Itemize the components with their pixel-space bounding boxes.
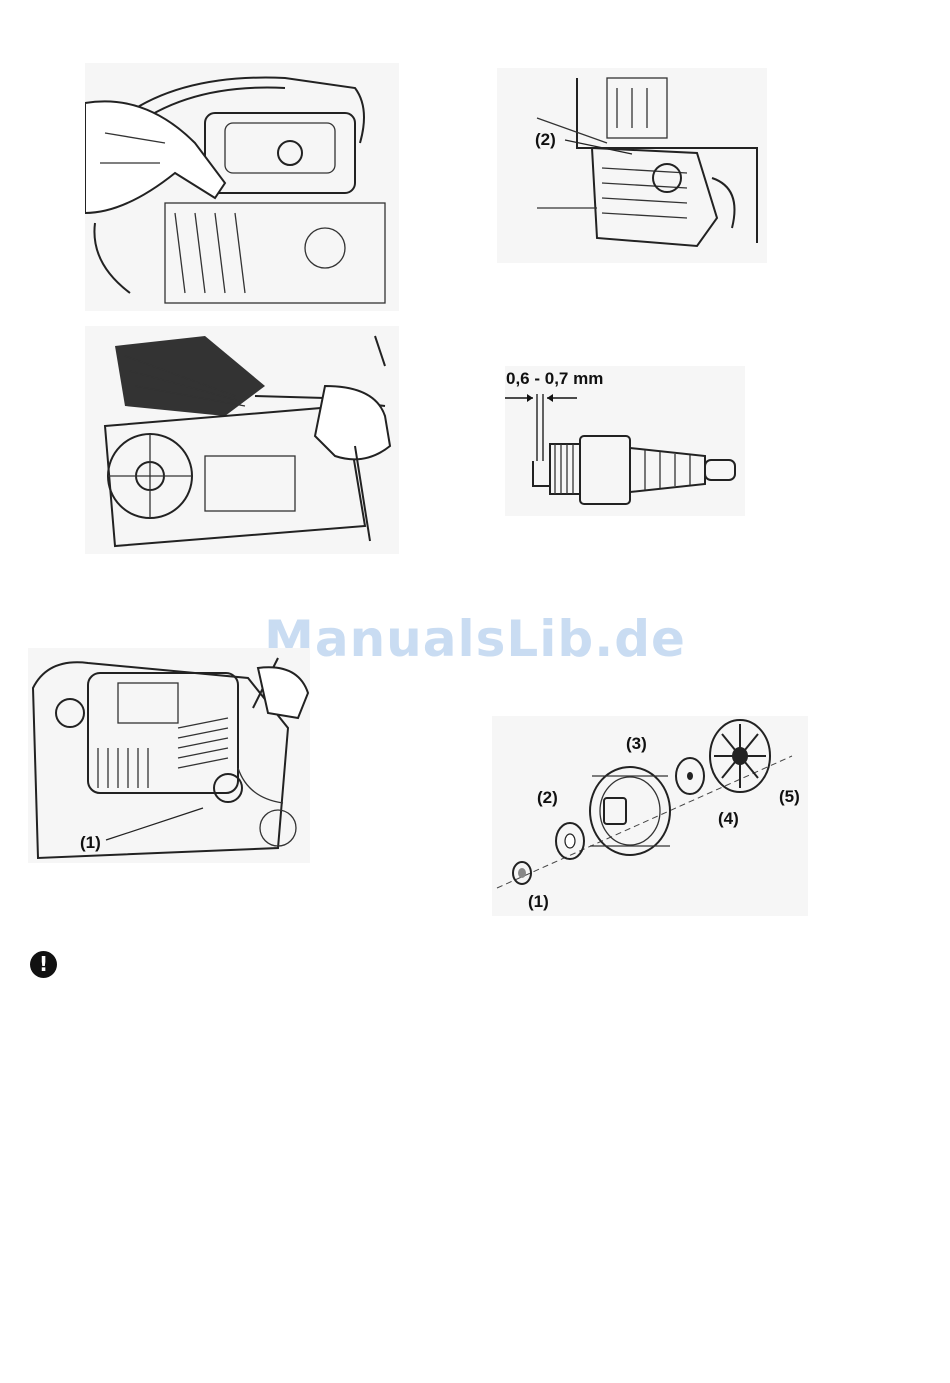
callout-5-clutch: (5) (779, 787, 800, 807)
figure-air-cleaning (85, 326, 399, 554)
air-filter-illustration (85, 63, 399, 311)
figure-chain-cover: (2) (497, 68, 767, 263)
figure-air-filter (85, 63, 399, 311)
exclamation-circle-icon: ! (30, 951, 57, 978)
callout-1-cylinder-cover: (1) (80, 833, 101, 853)
callout-4-disc: (4) (718, 809, 739, 829)
callout-2-chain-cover: (2) (535, 130, 556, 150)
callout-1-nut: (1) (528, 892, 549, 912)
figure-cylinder-cover: (1) (28, 648, 310, 863)
callout-2-washer: (2) (537, 788, 558, 808)
chain-cover-illustration (497, 68, 767, 263)
figure-spark-plug: 0,6 - 0,7 mm (505, 366, 745, 516)
spark-plug-gap-label: 0,6 - 0,7 mm (506, 369, 603, 389)
figure-sprocket-exploded: (1) (2) (3) (4) (5) (492, 716, 808, 916)
callout-3-clutch-drum: (3) (626, 734, 647, 754)
sprocket-exploded-illustration (492, 716, 808, 916)
air-cleaning-illustration (85, 326, 399, 554)
cylinder-cover-illustration (28, 648, 310, 863)
